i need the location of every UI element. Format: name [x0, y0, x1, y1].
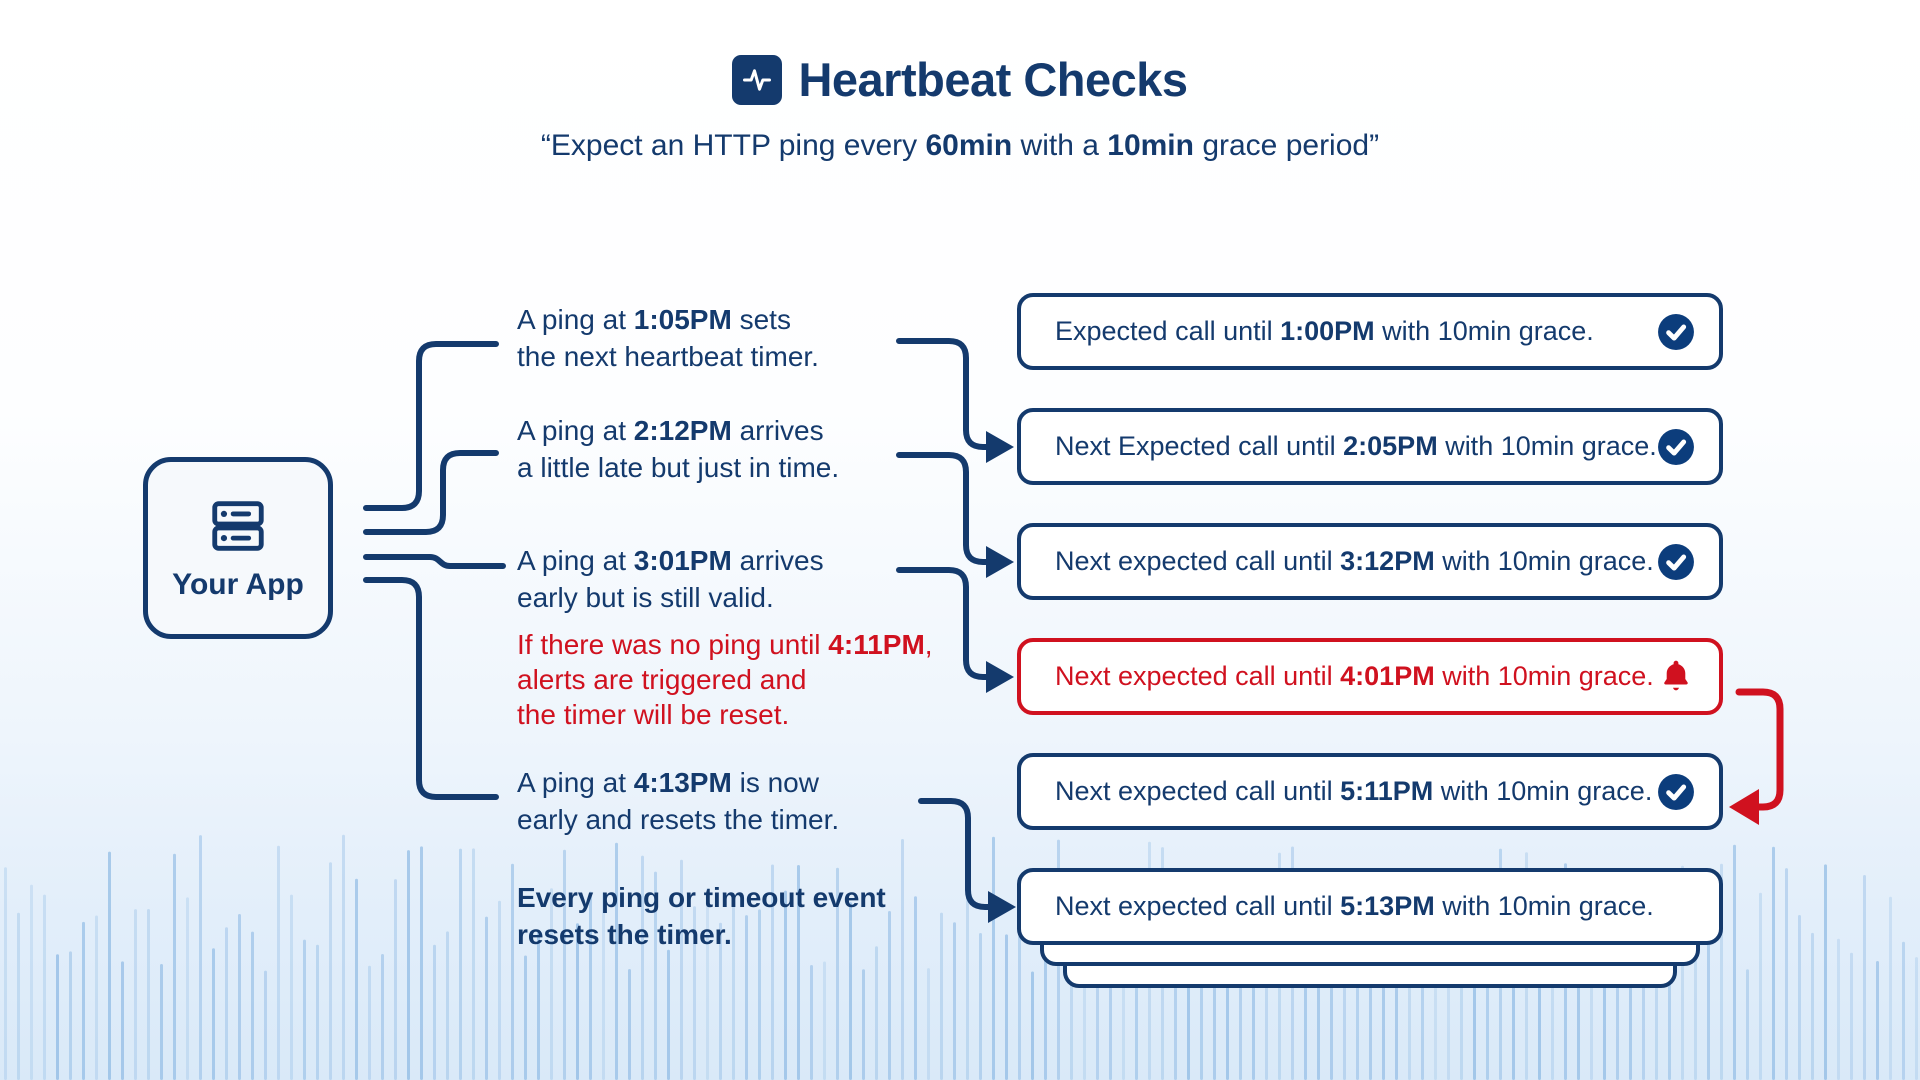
check-circle-icon: [1657, 313, 1695, 351]
arrowhead-icon: [986, 431, 1014, 463]
status-box-text: Next expected call until 3:12PM with 10m…: [1055, 546, 1654, 576]
check-circle-icon: [1657, 773, 1695, 811]
header: Heartbeat Checks “Expect an HTTP ping ev…: [0, 52, 1920, 163]
server-icon: [207, 495, 269, 562]
status-box-3: Next expected call until 3:12PM with 10m…: [1017, 523, 1723, 600]
arrow-line-4: [918, 798, 991, 910]
status-box-text: Next expected call until 5:13PM with 10m…: [1055, 891, 1654, 921]
subtitle: “Expect an HTTP ping every 60min with a …: [540, 129, 1380, 162]
connector-stub-3: [363, 554, 506, 569]
status-box-1: Expected call until 1:00PM with 10min gr…: [1017, 293, 1723, 370]
status-box-text: Next Expected call until 2:05PM with 10m…: [1055, 431, 1657, 461]
arrow-line-3: [896, 567, 989, 680]
arrow-line-1: [896, 338, 989, 450]
arrowhead-icon: [986, 661, 1014, 693]
status-box-2: Next Expected call until 2:05PM with 10m…: [1017, 408, 1723, 485]
connector-stub-1: [363, 341, 499, 511]
bell-icon: [1657, 658, 1695, 696]
arrowhead-icon: [986, 546, 1014, 578]
activity-icon: [732, 54, 783, 105]
status-box-4: Next expected call until 4:01PM with 10m…: [1017, 638, 1723, 715]
connector-stub-2: [363, 450, 499, 535]
status-box-5: Next expected call until 5:11PM with 10m…: [1017, 753, 1723, 830]
page-title: Heartbeat Checks: [798, 53, 1188, 106]
note-text-4: If there was no ping until 4:11PM,alerts…: [517, 629, 933, 730]
status-box-text: Next expected call until 4:01PM with 10m…: [1055, 661, 1654, 691]
check-circle-icon: [1657, 428, 1695, 466]
your-app-label: Your App: [172, 567, 304, 601]
your-app-node: Your App: [143, 457, 333, 639]
arrowhead-icon: [988, 891, 1016, 923]
alert-reset-arrow: [1735, 688, 1784, 811]
status-box-6: Next expected call until 5:13PM with 10m…: [1017, 868, 1723, 945]
connector-stub-4: [363, 577, 499, 800]
status-box-text: Next expected call until 5:11PM with 10m…: [1055, 776, 1653, 806]
status-box-text: Expected call until 1:00PM with 10min gr…: [1055, 316, 1594, 346]
alert-arrowhead-icon: [1729, 789, 1759, 825]
check-circle-icon: [1657, 543, 1695, 581]
arrow-line-2: [896, 452, 989, 565]
